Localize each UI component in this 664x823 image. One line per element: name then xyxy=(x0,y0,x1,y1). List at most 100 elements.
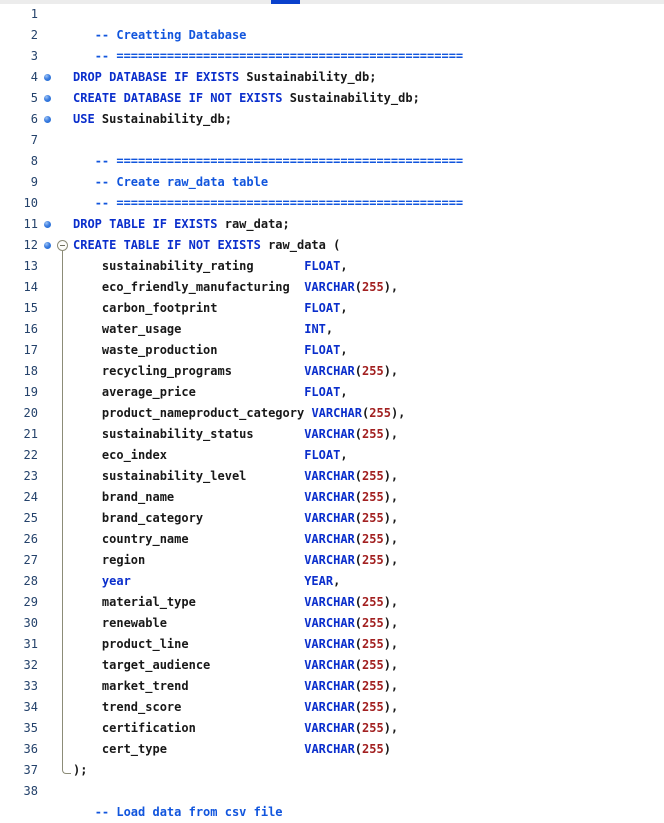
code-line[interactable]: 24 brand_name VARCHAR(255), xyxy=(0,487,664,508)
code-text: -- =====================================… xyxy=(94,196,464,210)
code-line[interactable]: 22 eco_index FLOAT, xyxy=(0,445,664,466)
line-number: 25 xyxy=(23,511,38,525)
code-line[interactable]: 19 average_price FLOAT, xyxy=(0,382,664,403)
line-number: 20 xyxy=(23,406,38,420)
code-text: target_audience VARCHAR(255), xyxy=(101,658,399,672)
code-line[interactable]: 36 cert_type VARCHAR(255) xyxy=(0,739,664,760)
fold-guide-slot xyxy=(54,697,71,718)
gutter-marker-slot xyxy=(40,739,54,760)
code-text: -- Load data from csv file xyxy=(94,805,283,819)
line-number: 32 xyxy=(23,658,38,672)
fold-collapse-icon[interactable] xyxy=(57,240,68,251)
fold-guide-slot xyxy=(54,424,71,445)
code-line[interactable]: 34 trend_score VARCHAR(255), xyxy=(0,697,664,718)
gutter-marker-slot xyxy=(40,403,54,424)
gutter-marker-slot xyxy=(40,25,54,46)
code-line[interactable]: 31 product_line VARCHAR(255), xyxy=(0,634,664,655)
code-line[interactable]: 38 xyxy=(0,781,664,802)
code-text: country_name VARCHAR(255), xyxy=(101,532,399,546)
code-text: DROP DATABASE IF EXISTS Sustainability_d… xyxy=(73,70,377,84)
code-line[interactable]: 37); xyxy=(0,760,664,781)
gutter-marker-slot xyxy=(40,802,54,823)
code-line[interactable]: 32 target_audience VARCHAR(255), xyxy=(0,655,664,676)
gutter-marker-slot xyxy=(40,172,54,193)
code-text: product_line VARCHAR(255), xyxy=(101,637,399,651)
line-number: 27 xyxy=(23,553,38,567)
fold-guide-slot xyxy=(54,256,71,277)
code-text: water_usage INT, xyxy=(101,322,334,336)
code-line[interactable]: 20 product_nameproduct_category VARCHAR(… xyxy=(0,403,664,424)
code-line[interactable]: 3 -- ===================================… xyxy=(0,46,664,67)
line-number: 12 xyxy=(23,238,38,252)
tab-strip-edge xyxy=(0,0,664,4)
code-text: cert_type VARCHAR(255) xyxy=(101,742,391,756)
code-text: eco_friendly_manufacturing VARCHAR(255), xyxy=(101,280,399,294)
fold-guide-slot xyxy=(54,4,71,25)
code-line[interactable]: 35 certification VARCHAR(255), xyxy=(0,718,664,739)
code-text: -- Create raw_data table xyxy=(94,175,269,189)
code-line[interactable]: 27 region VARCHAR(255), xyxy=(0,550,664,571)
fold-guide-slot xyxy=(54,676,71,697)
active-tab-indicator xyxy=(271,0,300,4)
code-line[interactable]: 15 carbon_footprint FLOAT, xyxy=(0,298,664,319)
fold-guide-slot xyxy=(54,739,71,760)
gutter-marker-slot xyxy=(40,718,54,739)
code-line[interactable]: 1 xyxy=(0,4,664,25)
code-text: market_trend VARCHAR(255), xyxy=(101,679,399,693)
line-number: 14 xyxy=(23,280,38,294)
code-text: sustainability_rating FLOAT, xyxy=(101,259,348,273)
code-line[interactable]: 26 country_name VARCHAR(255), xyxy=(0,529,664,550)
gutter-marker-slot xyxy=(40,361,54,382)
code-line[interactable]: 7 xyxy=(0,130,664,151)
code-line[interactable]: 8 -- ===================================… xyxy=(0,151,664,172)
line-number: 34 xyxy=(23,700,38,714)
code-text: -- =====================================… xyxy=(94,154,464,168)
code-line[interactable]: 23 sustainability_level VARCHAR(255), xyxy=(0,466,664,487)
gutter-marker-slot xyxy=(40,235,54,256)
gutter-marker-slot xyxy=(40,109,54,130)
code-line[interactable]: 10 -- ==================================… xyxy=(0,193,664,214)
line-number: 36 xyxy=(23,742,38,756)
gutter-marker-slot xyxy=(40,676,54,697)
fold-guide-slot xyxy=(54,802,71,823)
code-text: ); xyxy=(73,763,88,777)
line-number: 26 xyxy=(23,532,38,546)
line-number: 21 xyxy=(23,427,38,441)
code-line[interactable]: 13 sustainability_rating FLOAT, xyxy=(0,256,664,277)
code-line[interactable]: 17 waste_production FLOAT, xyxy=(0,340,664,361)
line-number: 10 xyxy=(23,196,38,210)
code-line[interactable]: 14 eco_friendly_manufacturing VARCHAR(25… xyxy=(0,277,664,298)
code-line[interactable]: 18 recycling_programs VARCHAR(255), xyxy=(0,361,664,382)
code-line[interactable]: 30 renewable VARCHAR(255), xyxy=(0,613,664,634)
fold-guide-slot xyxy=(54,151,71,172)
code-text: renewable VARCHAR(255), xyxy=(101,616,399,630)
gutter-marker-slot xyxy=(40,382,54,403)
fold-guide-slot xyxy=(54,508,71,529)
code-line[interactable]: 28 year YEAR, xyxy=(0,571,664,592)
code-line[interactable]: 9 -- Create raw_data table xyxy=(0,172,664,193)
line-number: 9 xyxy=(30,175,38,189)
code-line[interactable]: 2 -- Creatting Database xyxy=(0,25,664,46)
code-line[interactable]: 25 brand_category VARCHAR(255), xyxy=(0,508,664,529)
code-line[interactable]: 21 sustainability_status VARCHAR(255), xyxy=(0,424,664,445)
code-line[interactable]: -- Load data from csv file xyxy=(0,802,664,823)
code-line[interactable]: 11 DROP TABLE IF EXISTS raw_data; xyxy=(0,214,664,235)
fold-guide-slot xyxy=(54,445,71,466)
code-text: DROP TABLE IF EXISTS raw_data; xyxy=(73,217,290,231)
line-number: 7 xyxy=(30,133,38,147)
code-line[interactable]: 33 market_trend VARCHAR(255), xyxy=(0,676,664,697)
gutter-marker-slot xyxy=(40,613,54,634)
gutter-marker-slot xyxy=(40,340,54,361)
statement-marker-icon xyxy=(43,74,51,81)
code-line[interactable]: 29 material_type VARCHAR(255), xyxy=(0,592,664,613)
line-number: 11 xyxy=(23,217,38,231)
code-line[interactable]: 16 water_usage INT, xyxy=(0,319,664,340)
fold-guide-slot xyxy=(54,172,71,193)
line-number: 19 xyxy=(23,385,38,399)
